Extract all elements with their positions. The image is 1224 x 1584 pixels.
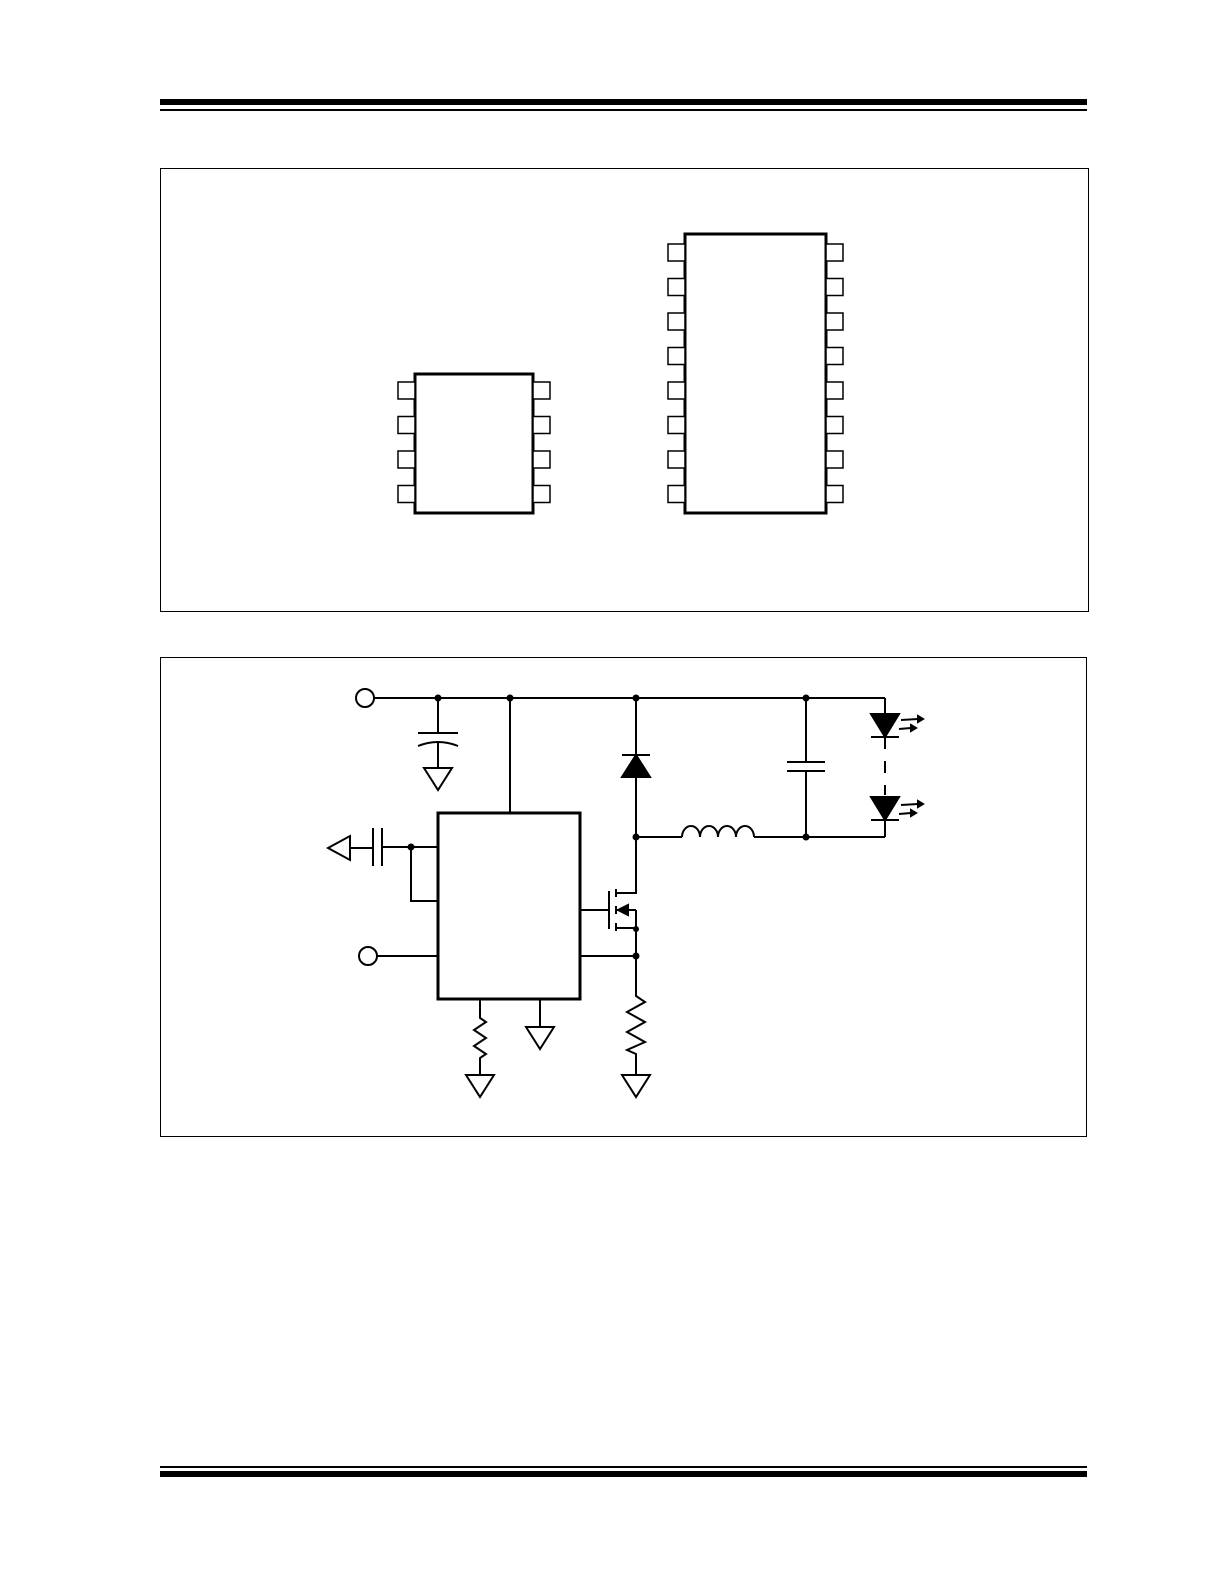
pin-right (825, 346, 844, 366)
chip-8-pin-body (413, 372, 535, 515)
pin-left (667, 312, 686, 331)
ic-pin-loop (410, 847, 438, 902)
header-rule-thick (160, 99, 1087, 105)
led-bottom (869, 796, 925, 822)
led-top (869, 713, 925, 739)
input-terminal (355, 688, 375, 708)
coupling-capacitor (325, 828, 438, 866)
footer-rule-thick (160, 1471, 1087, 1477)
set-resistor (472, 999, 488, 1075)
ground-symbol-left (325, 834, 351, 862)
footer-rule-thin (160, 1466, 1087, 1468)
inductor (636, 825, 885, 838)
chip-16-pin (667, 232, 844, 515)
pin-left (667, 243, 686, 262)
schottky-diode (620, 698, 652, 837)
package-figure-panel (160, 168, 1089, 612)
pin-left (667, 484, 686, 504)
pin-right (825, 277, 844, 297)
ground-symbol (464, 1074, 496, 1099)
chip-16-pin-pins (667, 243, 844, 504)
pin-right (825, 450, 844, 469)
ground-symbol (422, 767, 454, 792)
input-capacitor (417, 698, 459, 768)
ground-symbol (524, 1026, 556, 1051)
pin-right (825, 243, 844, 262)
output-capacitor (787, 698, 825, 837)
chip-8-pin-pins (397, 381, 551, 504)
pin-left (667, 450, 686, 469)
chip-8-pin (397, 372, 551, 515)
ground-symbol (620, 1074, 652, 1099)
pin-right (532, 450, 551, 469)
led-string (869, 698, 925, 837)
chip-16-pin-body (683, 232, 828, 515)
mosfet (580, 837, 637, 956)
pin-left (397, 484, 416, 504)
enable-terminal (358, 946, 378, 966)
pin-right (532, 484, 551, 504)
circuit-figure-panel (160, 657, 1087, 1137)
pin-left (667, 277, 686, 297)
pin-right (532, 415, 551, 435)
pin-left (397, 415, 416, 435)
pin-left (667, 381, 686, 400)
pin-left (397, 381, 416, 400)
pin-left (667, 346, 686, 366)
header-rule-thin (160, 109, 1087, 111)
pin-left (667, 415, 686, 435)
pin-right (825, 312, 844, 331)
pin-right (825, 415, 844, 435)
pin-right (825, 381, 844, 400)
pin-right (825, 484, 844, 504)
pin-right (532, 381, 551, 400)
junction-dot (633, 926, 639, 932)
sense-resistor (624, 956, 648, 1075)
pin-left (397, 450, 416, 469)
controller-ic (436, 811, 582, 1001)
